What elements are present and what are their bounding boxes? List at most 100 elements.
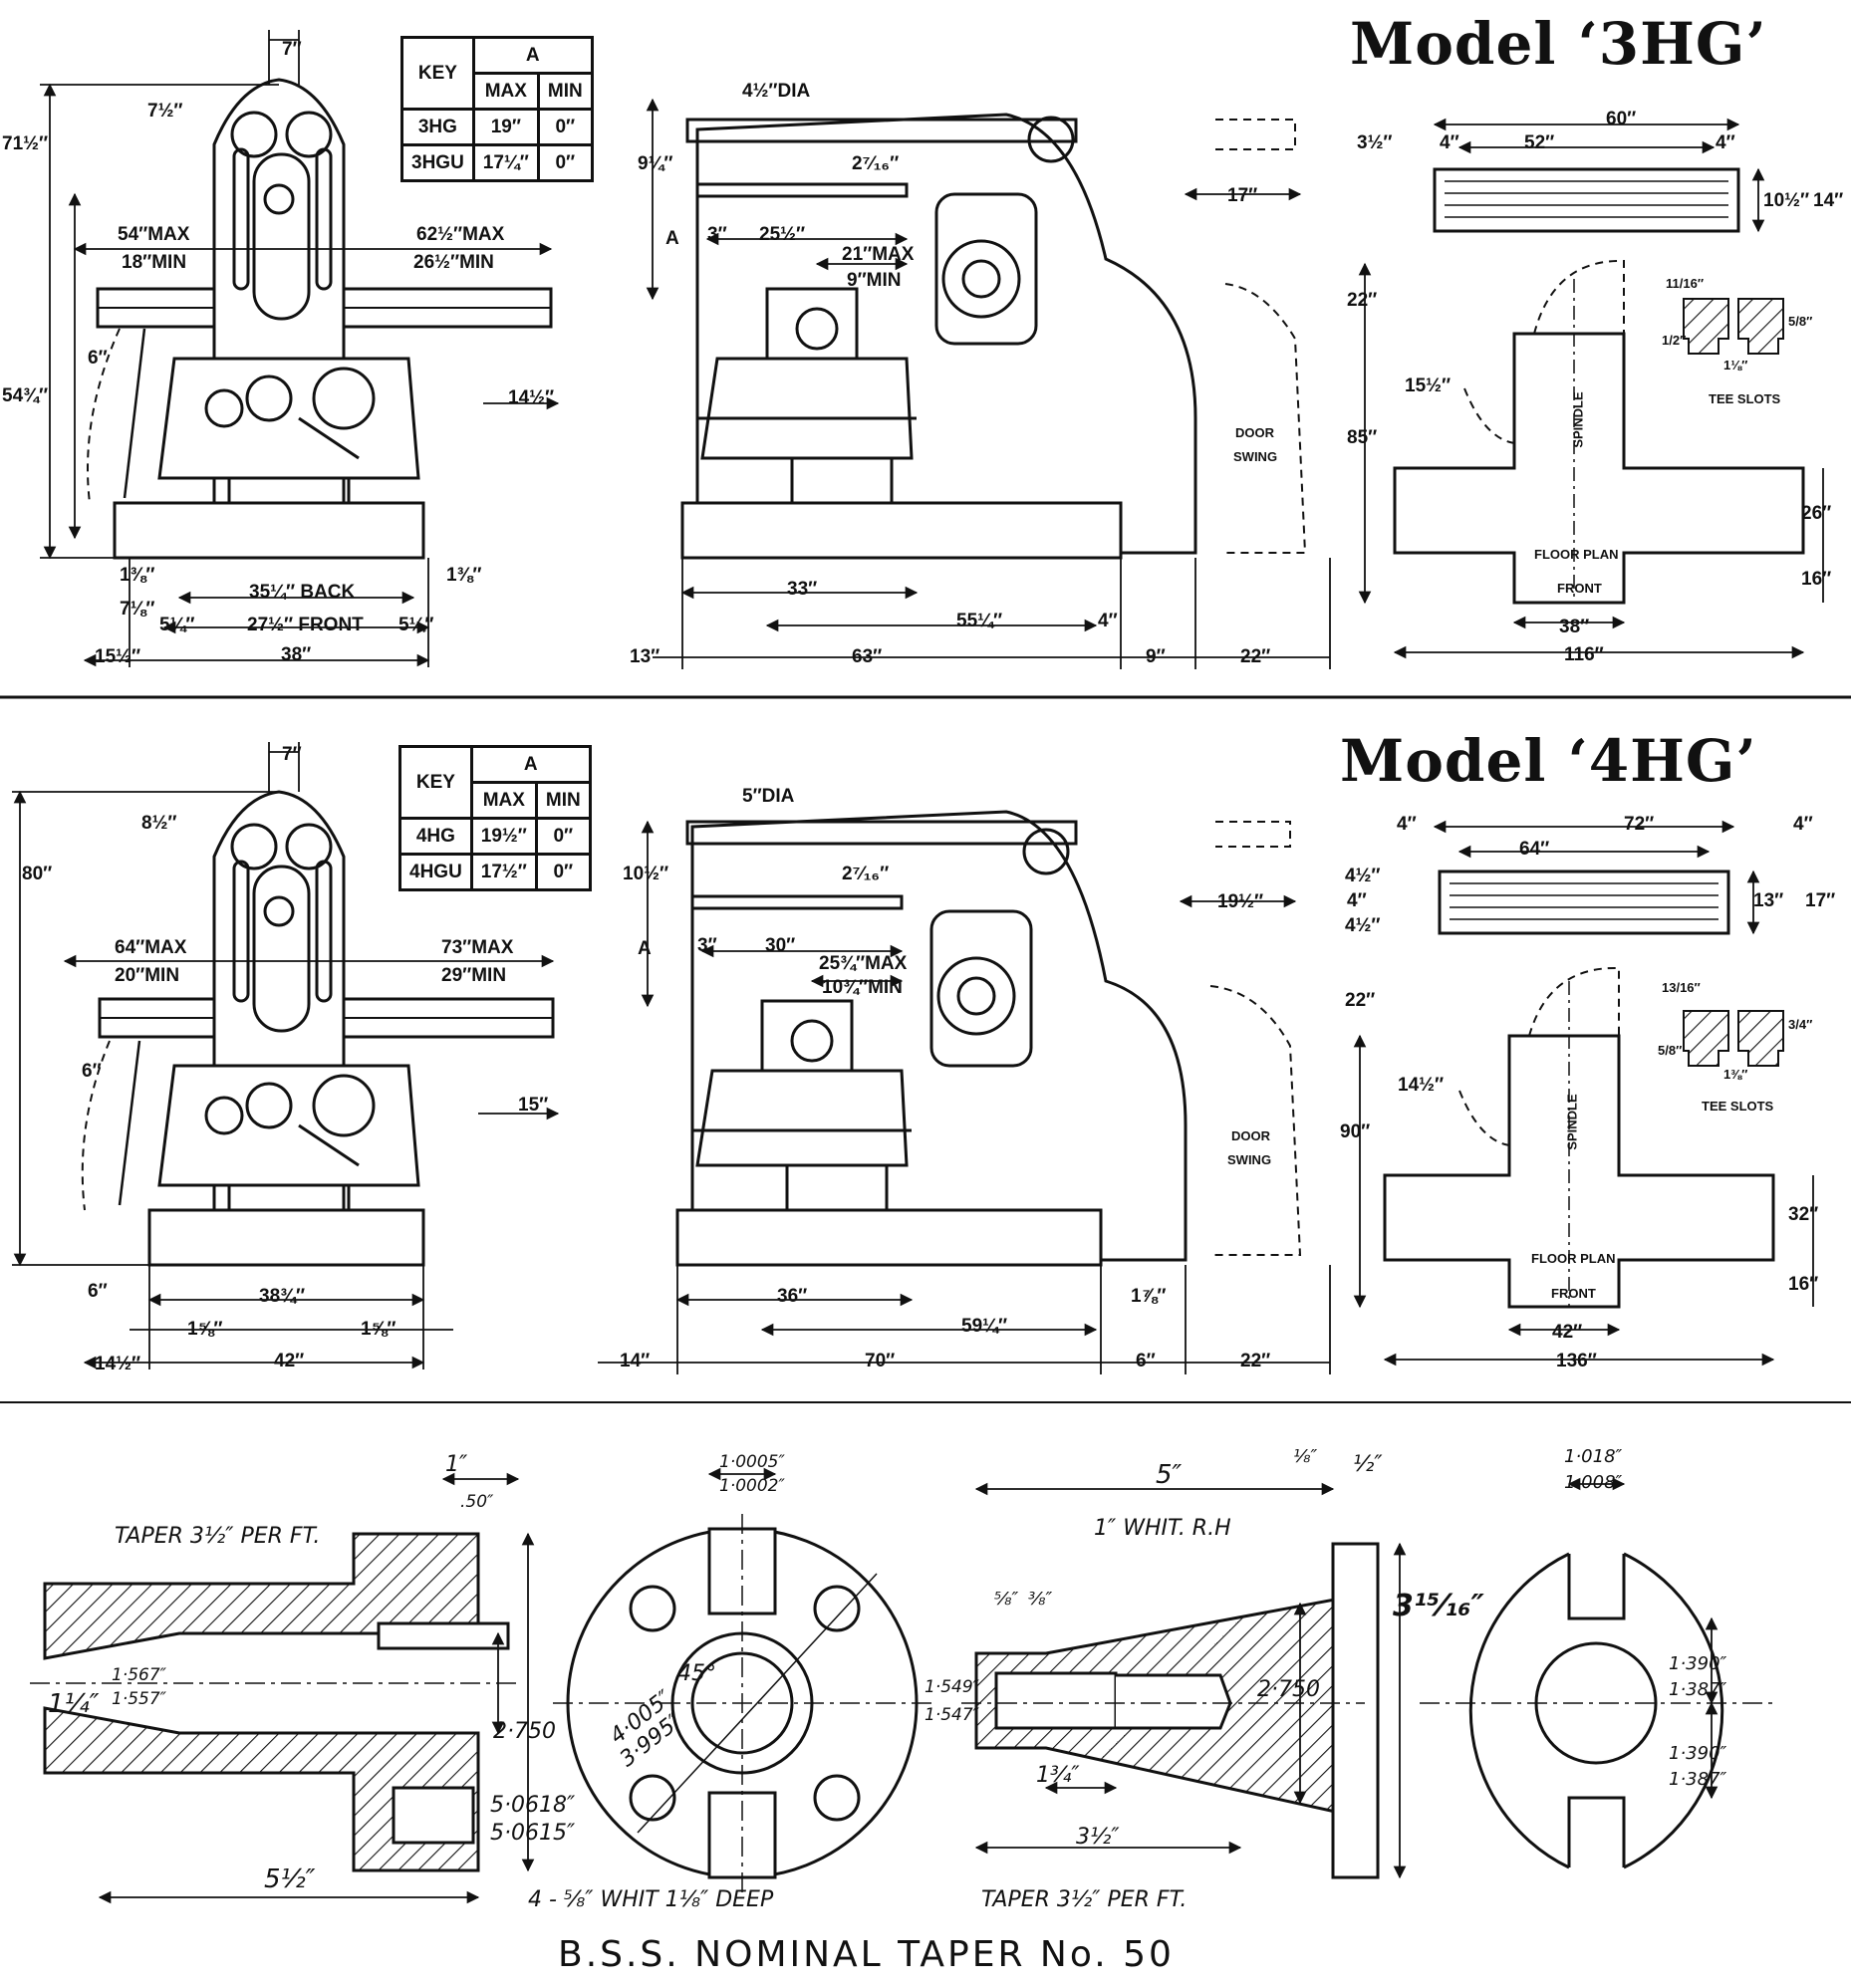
dim-label: 3″: [707, 224, 727, 245]
side-view-3hg: [680, 113, 1307, 560]
dim-label: 1/2″: [1662, 333, 1687, 348]
floor-plan-label: FLOOR PLAN: [1534, 547, 1619, 562]
dim-label: A: [665, 228, 679, 249]
tee-slots-label: TEE SLOTS: [1702, 1099, 1774, 1114]
dim-label: 1⅝″: [361, 1319, 397, 1340]
dim-label: 10½″: [1763, 190, 1810, 211]
dim-label: 7½″: [147, 101, 183, 122]
dim-label: 45°: [677, 1661, 716, 1686]
tee-slot-4hg: [1683, 1010, 1784, 1067]
dim-label: 4″: [1716, 132, 1735, 153]
dim-label: 70″: [865, 1351, 896, 1371]
dim-label: 42″: [1552, 1322, 1583, 1343]
dim-label: 10½″: [623, 864, 669, 884]
dim-label: 5¼″: [159, 615, 195, 635]
group-header: A: [469, 745, 592, 784]
dim-label: 60″: [1606, 109, 1637, 129]
key-cell: 4HGU: [398, 853, 473, 891]
max-cell: 17½″: [469, 853, 538, 891]
dim-label: 59¼″: [961, 1316, 1008, 1337]
dim-label: 3½″: [1357, 132, 1393, 153]
dim-label: 25¾″MAX: [819, 953, 908, 974]
min-cell: 0″: [534, 817, 592, 856]
dim-label: 25½″: [759, 224, 806, 245]
group-header: A: [471, 36, 594, 75]
front-dims-3hg: [40, 30, 560, 667]
key-cell: 4HG: [398, 817, 473, 856]
dim-label: A: [638, 938, 652, 959]
dim-label: 73″MAX: [441, 937, 514, 958]
col-max: MAX: [471, 72, 540, 111]
taper-note: TAPER 3½″ PER FT.: [981, 1887, 1188, 1912]
dim-label: 5/8″: [1788, 314, 1813, 329]
dim-label: 7″: [282, 39, 302, 60]
dim-label: 80″: [22, 864, 53, 884]
dim-label: 16″: [1801, 569, 1832, 590]
dim-label: 5½″: [264, 1864, 316, 1894]
dim-label: 26½″MIN: [413, 252, 494, 273]
dim-label: 55¼″: [956, 611, 1003, 631]
dim-label: 9″MIN: [847, 270, 902, 291]
dim-label: 2⁷⁄₁₆″: [852, 153, 900, 174]
dim-label: 54″MAX: [118, 224, 190, 245]
thread-note: 1″ WHIT. R.H: [1094, 1516, 1231, 1541]
dim-label: 21″MAX: [842, 244, 915, 265]
table-row: 3HGU 17¼″ 0″: [400, 143, 594, 182]
dim-label: 2·750: [1257, 1677, 1320, 1702]
dim-label: ⅛″: [1293, 1446, 1318, 1467]
dim-label: 15½″: [1405, 375, 1452, 396]
dim-label: 36″: [777, 1286, 808, 1307]
taper-socket-section: [30, 1472, 535, 1904]
max-cell: 19″: [471, 108, 540, 146]
min-cell: 0″: [534, 853, 592, 891]
dim-label: 54¾″: [2, 385, 49, 406]
tee-slots-label: TEE SLOTS: [1709, 391, 1781, 406]
dim-label: 11/16″: [1666, 276, 1705, 291]
dim-label: 35¼″ BACK: [249, 582, 356, 603]
floor-plan-spindle-label: SPINDLE: [1570, 391, 1586, 448]
table-row: 4HGU 17½″ 0″: [398, 853, 592, 891]
dim-label: 64″: [1519, 839, 1550, 860]
dim-label: 6″: [88, 348, 108, 369]
door-swing-label: SWING: [1227, 1152, 1272, 1167]
dim-label: 14½″: [95, 1354, 141, 1374]
key-header: KEY: [398, 745, 473, 820]
dim-label: 32″: [1788, 1204, 1819, 1225]
dim-label: 1·549″: [925, 1677, 980, 1697]
table-top-plan-4hg: [1433, 820, 1760, 935]
dim-label: 136″: [1556, 1351, 1597, 1371]
dim-label: 63″: [852, 646, 883, 667]
dim-label: 85″: [1347, 427, 1378, 448]
dim-label: 38″: [1559, 617, 1590, 637]
dim-label: 4½″: [1345, 915, 1381, 936]
key-header: KEY: [400, 36, 475, 111]
dim-label: 13″: [630, 646, 661, 667]
dim-label: 1·0002″: [719, 1476, 785, 1496]
front-view-4hg: [81, 790, 555, 1267]
dim-label: 1⅜″: [446, 565, 482, 586]
dim-label: 3/4″: [1788, 1017, 1813, 1032]
model-3hg-title: Model ‘3HG’: [1350, 10, 1767, 78]
dim-label: ⅝″: [994, 1589, 1019, 1610]
dim-label: 90″: [1340, 1121, 1371, 1142]
dim-label: 22″: [1240, 1351, 1271, 1371]
dim-label: 6″: [88, 1281, 108, 1302]
dim-label: 4½″DIA: [742, 81, 811, 102]
dim-label: 116″: [1564, 644, 1604, 665]
dim-label: 38¾″: [259, 1286, 306, 1307]
dim-label: 3″: [697, 935, 717, 956]
dim-label: 5¼″: [398, 615, 434, 635]
dim-label: 14½″: [1398, 1075, 1445, 1096]
max-cell: 17¼″: [471, 143, 540, 182]
floor-plan-front-label: FRONT: [1557, 581, 1602, 596]
dim-label: 6″: [1136, 1351, 1156, 1371]
dim-label: 1·018″: [1564, 1446, 1623, 1467]
dim-label: 9¼″: [638, 153, 673, 174]
dim-label: 1·387″: [1669, 1679, 1727, 1700]
door-swing-label: DOOR: [1231, 1128, 1270, 1143]
dim-label: 2·750: [493, 1719, 556, 1744]
pull-stud-end-view: [1420, 1477, 1773, 1869]
dim-label: 1·390″: [1669, 1653, 1727, 1674]
dim-label: 1″: [445, 1452, 468, 1477]
